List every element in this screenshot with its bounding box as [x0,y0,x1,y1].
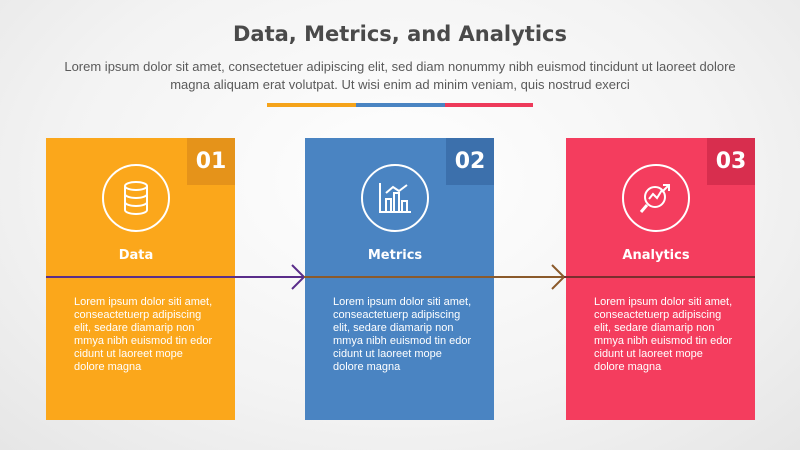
card-number: 02 [446,138,494,185]
page-title: Data, Metrics, and Analytics [233,22,567,46]
card-number: 03 [707,138,755,185]
page-subtitle: Lorem ipsum dolor sit amet, consectetuer… [64,59,736,92]
card-number: 01 [187,138,235,185]
card-body: Lorem ipsum dolor siti amet, conseactetu… [74,296,213,373]
database-icon [102,164,170,232]
divider-segment-3 [445,103,533,107]
divider-segment-2 [356,103,445,107]
card-metrics: 02 Metrics Lorem ipsum dolor siti amet, … [305,138,494,420]
card-body: Lorem ipsum dolor siti amet, conseactetu… [594,296,733,373]
card-analytics: 03 Analytics Lorem ipsum dolor siti amet… [566,138,755,420]
bar-chart-icon [361,164,429,232]
card-data: 01 Data Lorem ipsum dolor siti amet, con… [46,138,235,420]
analytics-magnifier-icon [622,164,690,232]
card-title: Data [118,248,154,263]
card-title: Metrics [367,248,423,263]
card-title: Analytics [622,248,690,263]
divider-segment-1 [267,103,356,107]
card-body: Lorem ipsum dolor siti amet, conseactetu… [333,296,472,373]
